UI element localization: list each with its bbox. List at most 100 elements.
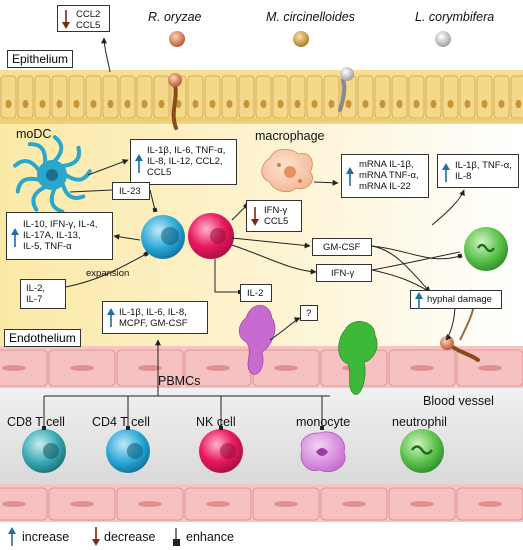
epithelial-nucleus [345, 100, 352, 108]
label-monocyte: monocyte [296, 415, 351, 429]
modc-dendrite [49, 186, 65, 214]
endothelial-nucleus [138, 501, 162, 507]
epithelial-cell [289, 75, 306, 119]
legend-decrease-label: decrease [104, 530, 156, 544]
box-modc-cytokines: IL-1β, IL-6, TNF-α, IL-8, IL-12, CCL2, C… [130, 139, 237, 185]
epithelial-cell [102, 75, 119, 119]
increase-arrow-icon [415, 292, 423, 309]
increase-arrow-icon [135, 154, 143, 173]
text-question: ? [306, 308, 312, 319]
epithelial-cell [136, 75, 153, 119]
endothelial-nucleus [70, 365, 94, 371]
epithelial-cell [391, 75, 408, 119]
legend-enhance-label: enhance [186, 530, 234, 544]
epithelial-nucleus [226, 100, 233, 108]
epithelial-cell [221, 75, 238, 119]
label-nk-cell: NK cell [196, 415, 236, 429]
increase-arrow-icon [107, 308, 115, 327]
modc-dendrite [60, 145, 82, 169]
cd8-t-cell-icon [22, 429, 66, 473]
epithelial-nucleus [22, 100, 29, 108]
label-l-corymbifera: L. corymbifera [415, 10, 495, 24]
m-circinelloides-spore-icon [293, 31, 309, 47]
epithelial-nucleus [515, 100, 522, 108]
monocyte-transmigrating-icon [238, 304, 276, 375]
box-ccl2-ccl5: CCL2 CCL5 [57, 5, 110, 32]
epithelial-cell [255, 75, 272, 119]
box-tcell-cytokines: IL-10, IFN-γ, IL-4, IL-17A, IL-13, IL-5,… [6, 212, 113, 260]
epithelial-cell [153, 75, 170, 119]
epithelial-cell [476, 75, 493, 119]
endothelial-nucleus [2, 365, 26, 371]
label-epithelium: Epithelium [7, 50, 74, 68]
increase-arrow-icon [11, 228, 19, 247]
label-endothelium: Endothelium [4, 329, 81, 347]
epithelial-cell [510, 75, 523, 119]
legend-enhance-icon [173, 528, 180, 546]
epithelial-cell [493, 75, 510, 119]
text-hyphal-damage: hyphal damage [427, 294, 492, 305]
text-tcell-cytokines: IL-10, IFN-γ, IL-4, IL-17A, IL-13, IL-5,… [23, 219, 98, 252]
modc-dendrite [60, 181, 86, 200]
epithelial-cell [357, 75, 374, 119]
epithelial-cell [238, 75, 255, 119]
epithelial-nucleus [311, 100, 318, 108]
epithelial-cell [68, 75, 85, 119]
label-cd8-t-cell: CD8 T cell [7, 415, 65, 429]
epithelial-cell [34, 75, 51, 119]
neutrophil-transmigrating-icon [338, 321, 378, 395]
label-neutrophil: neutrophil [392, 415, 447, 429]
box-hyphal-damage: hyphal damage [410, 290, 502, 309]
text-neutrophil-cytokines: IL-1β, TNF-α, IL-8 [455, 160, 512, 182]
epithelial-cell [323, 75, 340, 119]
label-m-circinelloides: M. circinelloides [266, 10, 355, 24]
epithelial-cell [85, 75, 102, 119]
epithelial-cell [0, 75, 17, 119]
pbmc-branches [42, 339, 330, 430]
germinating-spore-grey-icon [338, 67, 354, 112]
epithelial-nucleus [5, 100, 12, 108]
label-pbmcs: PBMCs [158, 374, 201, 388]
epithelial-nucleus [294, 100, 301, 108]
label-modc: moDC [16, 127, 52, 141]
increase-arrow-icon [442, 163, 450, 182]
text-il23: IL-23 [119, 186, 141, 197]
epithelial-nucleus [260, 100, 267, 108]
box-pbmc-cytokines: IL-1β, IL-6, IL-8, MCPF, GM-CSF [102, 301, 208, 334]
endothelial-nucleus [478, 365, 502, 371]
epithelial-nucleus [39, 100, 46, 108]
epithelial-cell [187, 75, 204, 119]
epithelial-nucleus [396, 100, 403, 108]
epithelial-nucleus [73, 100, 80, 108]
increase-arrow-icon [346, 167, 354, 186]
box-ifn-ccl5: IFN-γ CCL5 [246, 200, 302, 232]
epithelial-cell [51, 75, 68, 119]
modc-dendrite [15, 176, 41, 194]
endothelial-nucleus [478, 501, 502, 507]
legend-decrease-arrow-icon [92, 527, 100, 546]
box-il2-il7: IL-2, IL-7 [20, 279, 66, 309]
r-oryzae-spore-icon [169, 31, 185, 47]
epithelial-nucleus [413, 100, 420, 108]
legend-increase-label: increase [22, 530, 70, 544]
label-macrophage: macrophage [255, 129, 325, 143]
cd4-t-cell-icon [106, 429, 150, 473]
cd4-t-cell-icon-tissue [141, 215, 185, 259]
epithelial-nucleus [158, 100, 165, 108]
epithelial-nucleus [243, 100, 250, 108]
epithelium-layer [0, 70, 523, 124]
modc-dendrite [64, 169, 92, 182]
endothelium-layer [0, 346, 523, 388]
text-gmcsf: GM-CSF [323, 242, 361, 253]
epithelial-nucleus [447, 100, 454, 108]
germinating-spore-brown-icon [168, 73, 182, 130]
epithelial-cell [204, 75, 221, 119]
label-blood-vessel: Blood vessel [423, 394, 494, 408]
box-gmcsf: GM-CSF [312, 238, 372, 256]
epithelial-cell [459, 75, 476, 119]
legend-increase-arrow-icon [8, 527, 16, 546]
monocyte-icon [300, 431, 346, 472]
epithelial-cell [17, 75, 34, 119]
epithelial-nucleus [277, 100, 284, 108]
decrease-arrow-icon [62, 10, 70, 29]
